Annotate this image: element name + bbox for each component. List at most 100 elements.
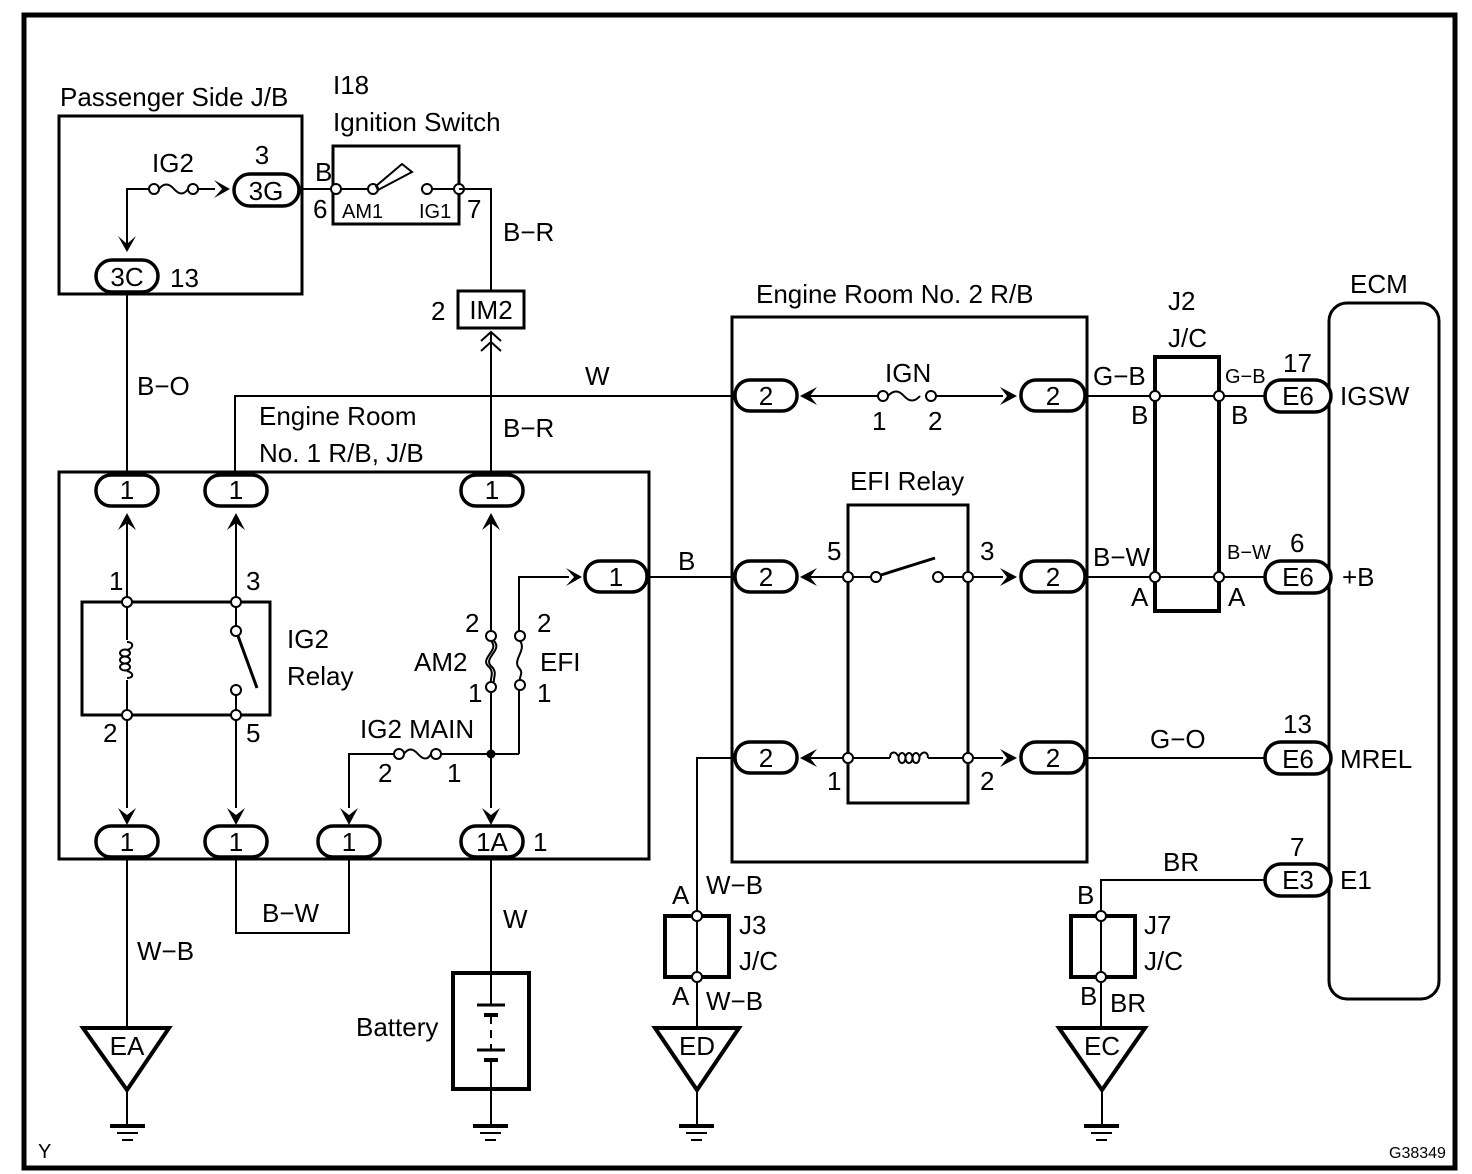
connector-bottom-label: 1 xyxy=(120,827,134,857)
j3-pin-a-top: A xyxy=(672,880,690,910)
ecm-terminal-igsw[interactable]: E6 17 IGSW xyxy=(1263,348,1410,414)
wire-label-g-b-out: G−B xyxy=(1225,366,1266,388)
j7-pin-b-bottom: B xyxy=(1080,981,1097,1011)
connector-3g-pin: 3 xyxy=(255,140,269,170)
ignition-pin-7: 7 xyxy=(467,194,481,224)
wire-label-b-o: B−O xyxy=(137,371,190,401)
ig2-fuse-label: IG2 xyxy=(152,148,194,178)
wire-label-w-battery: W xyxy=(503,904,528,934)
im2-pin: 2 xyxy=(431,296,445,326)
wire-label-g-o: G−O xyxy=(1150,724,1206,754)
ig2-relay-pin-3: 3 xyxy=(246,566,260,596)
ecm-connector-label: E6 xyxy=(1282,562,1314,592)
j3-type: J/C xyxy=(739,946,778,976)
ecm: ECM E6 17 IGSW E6 6 +B E6 13 MREL E3 7 E… xyxy=(1263,269,1441,1001)
ign-fuse-icon xyxy=(887,390,921,402)
ecm-terminal-name: +B xyxy=(1342,562,1375,592)
connector-label: 2 xyxy=(759,562,773,592)
ignition-switch-id: I18 xyxy=(333,70,369,100)
ign-fuse-label: IGN xyxy=(885,358,931,388)
j7-junction-connector: B B J7 J/C xyxy=(1069,880,1183,1011)
wire-label-br-top: BR xyxy=(1163,847,1199,877)
ecm-connector-label: E3 xyxy=(1282,865,1314,895)
connector-top-1b[interactable] xyxy=(203,473,269,508)
arrow-right-icon xyxy=(566,568,582,586)
ign-pin-1: 1 xyxy=(872,406,886,436)
efi-pin-1: 1 xyxy=(537,678,551,708)
passenger-side-jb: Passenger Side J/B IG2 3G 3 3C 13 xyxy=(57,82,304,296)
j2-box xyxy=(1153,355,1221,613)
ignition-switch-title: Ignition Switch xyxy=(333,107,501,137)
wire-label-w-top: W xyxy=(585,361,610,391)
arrow-up-icon xyxy=(118,513,136,530)
terminal-ig1: IG1 xyxy=(419,201,451,223)
connector-1a-pin: 1 xyxy=(533,827,547,857)
connector-top-label: 1 xyxy=(229,475,243,505)
ecm-terminal-e1[interactable]: E3 7 E1 xyxy=(1263,832,1372,898)
connector-3c-pin: 13 xyxy=(170,263,199,293)
ecm-connector-label: E6 xyxy=(1282,381,1314,411)
ecm-terminal-plus-b[interactable]: E6 6 +B xyxy=(1263,528,1375,595)
ig2-main-fuse-icon xyxy=(403,748,432,760)
arrow-up-icon xyxy=(227,513,245,530)
connector-label: 2 xyxy=(1046,562,1060,592)
battery-label: Battery xyxy=(356,1012,438,1042)
connector-3g-label: 3G xyxy=(249,176,284,206)
ecm-terminal-name: E1 xyxy=(1340,865,1372,895)
ground-ec: EC xyxy=(1055,1026,1149,1141)
efi-relay-pin-1: 1 xyxy=(827,766,841,796)
ecm-pin: 13 xyxy=(1283,709,1312,739)
diagram-frame xyxy=(21,12,1458,1171)
switch-blade-icon xyxy=(374,162,414,192)
wire-label-w-b-left: W−B xyxy=(137,936,194,966)
efi-relay-pin-5: 5 xyxy=(827,536,841,566)
arrow-up-icon xyxy=(482,513,500,530)
arrow-down-icon xyxy=(118,808,136,825)
ecm-pin: 6 xyxy=(1290,528,1304,558)
wire-label-br-bottom: BR xyxy=(1110,988,1146,1018)
connector-top-1c[interactable] xyxy=(459,473,525,508)
ig2-relay-pin-5: 5 xyxy=(246,718,260,748)
efi-relay-box xyxy=(846,503,970,805)
efi-fuse-label: EFI xyxy=(540,647,580,677)
connector-top-1a[interactable] xyxy=(94,473,160,508)
arrow-right-icon xyxy=(1000,749,1017,767)
j2-junction-connector: J2 J/C G−B G−B B B B−W B−W A A xyxy=(1085,286,1271,613)
ground-ed-label: ED xyxy=(679,1031,715,1061)
figure-id: G38349 xyxy=(1389,1145,1446,1162)
connector-efi-5[interactable] xyxy=(733,559,799,594)
connector-bottom-label: 1A xyxy=(476,827,508,857)
efi-relay-pin-3: 3 xyxy=(980,536,994,566)
connector-3c[interactable] xyxy=(94,258,160,294)
im2-label: IM2 xyxy=(469,295,512,325)
efi-pin-2: 2 xyxy=(537,608,551,638)
wire-label-b-r-mid: B−R xyxy=(503,413,554,443)
connector-bottom-label: 1 xyxy=(342,827,356,857)
ign-pin-2: 2 xyxy=(928,406,942,436)
j2-id: J2 xyxy=(1168,286,1195,316)
arrow-down-icon xyxy=(482,808,500,825)
ecm-terminal-mrel[interactable]: E6 13 MREL xyxy=(1263,709,1412,776)
arrow-icon xyxy=(118,236,136,252)
ecm-terminal-name: IGSW xyxy=(1340,381,1410,411)
connector-label: 2 xyxy=(759,743,773,773)
j2-pin-b-right: B xyxy=(1231,400,1248,430)
am2-fuse-icon xyxy=(485,640,498,683)
connector-ign-left[interactable] xyxy=(733,378,799,413)
j7-pin-b-top: B xyxy=(1077,880,1094,910)
am2-fuse-label: AM2 xyxy=(414,647,467,677)
j3-pin-a-bottom: A xyxy=(672,981,690,1011)
connector-top-label: 1 xyxy=(120,475,134,505)
engine-room-2-box xyxy=(730,315,1089,864)
ignition-switch: I18 Ignition Switch AM1 IG1 6 B 7 xyxy=(313,70,501,226)
ig2-main-pin-2: 2 xyxy=(378,758,392,788)
ignition-pin-6: 6 xyxy=(313,194,327,224)
arrow-icon xyxy=(214,180,230,198)
j7-type: J/C xyxy=(1144,946,1183,976)
am2-pin-2: 2 xyxy=(465,608,479,638)
ecm-pin: 7 xyxy=(1290,832,1304,862)
ig2-relay-title-2: Relay xyxy=(287,661,353,691)
efi-relay-pin-2: 2 xyxy=(980,766,994,796)
im2-connector[interactable]: IM2 2 xyxy=(431,289,526,352)
